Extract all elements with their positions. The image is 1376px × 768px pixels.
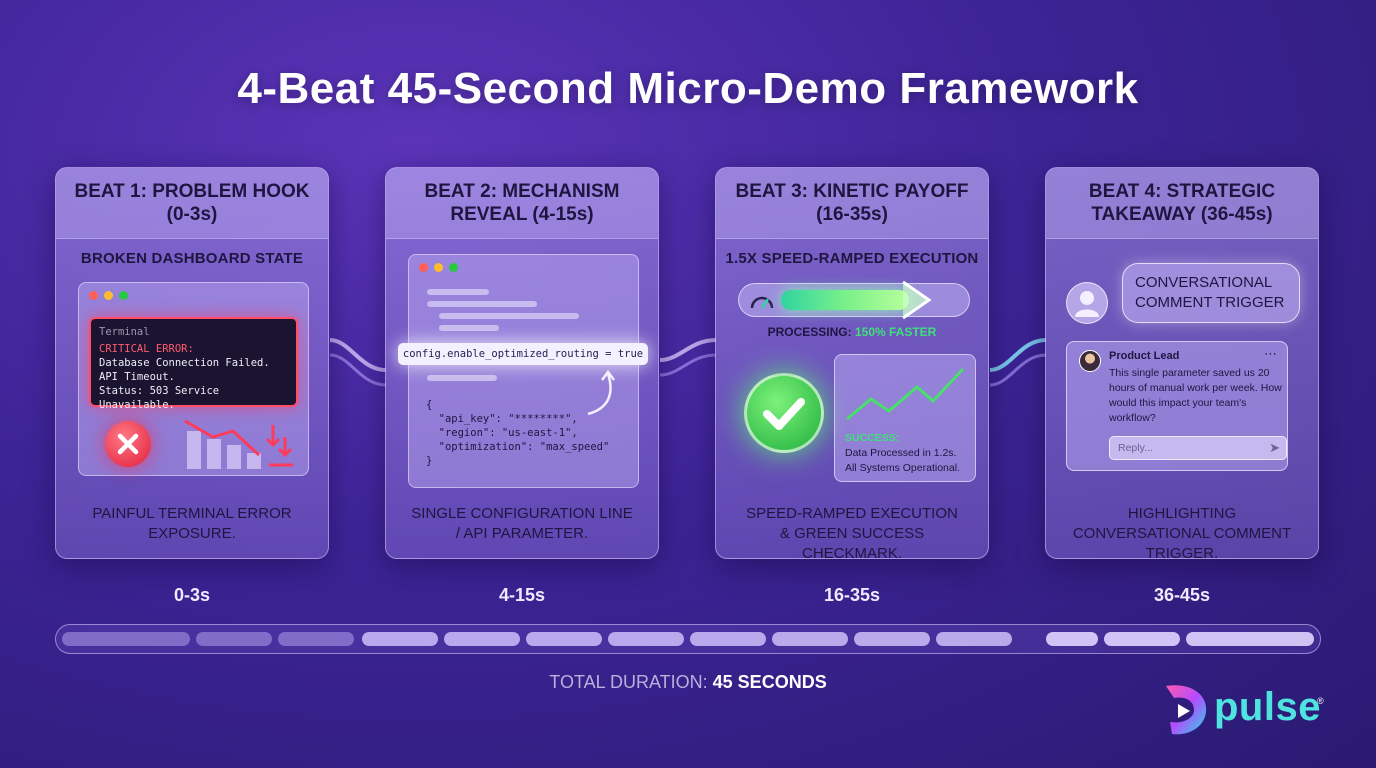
timeline-segment [362,632,438,646]
code-placeholder-line [439,325,499,331]
timeline-segment [1186,632,1314,646]
send-icon[interactable]: ➤ [1269,440,1280,455]
json-line: "region": "us-east-1", [426,427,578,439]
beat-2-card: BEAT 2: MECHANISM REVEAL (4-15s) config.… [385,167,659,559]
success-line: All Systems Operational. [845,462,960,474]
processing-label: PROCESSING: [767,325,852,339]
beat-4-card: BEAT 4: STRATEGIC TAKEAWAY (36-45s) CONV… [1045,167,1319,559]
close-dot-icon [89,291,98,300]
window-controls [419,263,458,272]
code-placeholder-line [427,375,497,381]
declining-chart-icon [184,419,293,469]
success-chart-panel: SUCCESS: Data Processed in 1.2s. All Sys… [834,354,976,482]
dashboard-window: Terminal CRITICAL ERROR: Database Connec… [78,282,309,476]
total-duration: TOTAL DURATION: 45 SECONDS [0,672,1376,693]
total-duration-label: TOTAL DURATION: [549,672,708,692]
code-placeholder-line [427,289,489,295]
author-avatar [1079,350,1101,372]
timeline-segment [608,632,684,646]
rising-line-chart-icon [846,367,965,421]
terminal-title: Terminal [99,326,150,338]
speed-fill [781,290,909,310]
terminal-line: Database Connection Failed. [99,357,270,369]
beat-4-footer: HIGHLIGHTING CONVERSATIONAL COMMENT TRIG… [1072,505,1292,559]
timeline-segment [278,632,354,646]
beat-1-subheading: BROKEN DASHBOARD STATE [80,250,304,267]
timeline-segment [196,632,272,646]
json-line: { [426,399,433,411]
reply-placeholder: Reply... [1118,442,1153,454]
timeline-segment [444,632,520,646]
code-placeholder-line [427,301,537,307]
minimize-dot-icon [434,263,443,272]
timeline-segment [526,632,602,646]
comment-author: Product Lead [1109,350,1180,362]
timeline-segment [690,632,766,646]
maximize-dot-icon [119,291,128,300]
arrow-right-icon [902,280,932,320]
registered-mark: ® [1317,696,1324,706]
more-options-icon[interactable]: ⋯ [1264,346,1277,361]
timeline-segment [1046,632,1098,646]
success-check-icon [744,373,824,453]
config-line: config.enable_optimized_routing = true [398,343,648,365]
terminal-panel: Terminal CRITICAL ERROR: Database Connec… [89,317,298,411]
reply-input[interactable]: Reply... ➤ [1109,436,1287,460]
processing-value: 150% FASTER [854,325,937,339]
json-line: } [426,455,433,467]
flow-connector-3-4 [990,338,1046,387]
json-line: "optimization": "max_speed" [426,441,610,453]
critical-error-label: CRITICAL ERROR: [99,343,194,355]
timeline-segment [854,632,930,646]
beat-2-footer: SINGLE CONFIGURATION LINE / API PARAMETE… [411,505,633,542]
comment-trigger-bubble: CONVERSATIONAL COMMENT TRIGGER [1122,263,1300,323]
timeline-segment [62,632,190,646]
speed-progress-bar [738,280,970,320]
terminal-line: Status: 503 Service Unavailable. [99,385,220,411]
json-snippet: { "api_key": "********", "region": "us-e… [426,398,609,468]
total-duration-value: 45 SECONDS [712,672,827,692]
success-line: Data Processed in 1.2s. [845,447,957,459]
beat-3-heading: BEAT 3: KINETIC PAYOFF (16-35s) [716,168,988,239]
comment-message: This single parameter saved us 20 hours … [1109,367,1282,424]
timeline-segment [1104,632,1180,646]
code-placeholder-line [439,313,579,319]
success-label: SUCCESS: [845,432,900,444]
close-dot-icon [419,263,428,272]
flow-connector-2-3 [660,338,716,377]
beat-2-heading: BEAT 2: MECHANISM REVEAL (4-15s) [386,168,658,239]
brand-name: pulse [1214,685,1321,729]
beat-1-footer: PAINFUL TERMINAL ERROR EXPOSURE. [92,505,292,542]
code-editor-window [408,254,639,488]
beat-3-footer: SPEED-RAMPED EXECUTION & GREEN SUCCESS C… [746,505,958,559]
beat-1-card: BEAT 1: PROBLEM HOOK (0-3s) BROKEN DASHB… [55,167,329,559]
beat-4-time-label: 36-45s [1153,585,1211,605]
beat-3-card: BEAT 3: KINETIC PAYOFF (16-35s) 1.5X SPE… [715,167,989,559]
flow-connector-1-2 [330,338,386,387]
page-title: 4-Beat 45-Second Micro-Demo Framework [237,64,1139,113]
terminal-line: API Timeout. [99,371,175,383]
processing-status: PROCESSING: 150% FASTER [716,325,988,339]
beat-1-time-label: 0-3s [173,585,211,605]
pulse-logo: pulse ® [1160,682,1324,742]
timeline-segment [772,632,848,646]
beat-3-time-label: 16-35s [823,585,881,605]
comment-card: Product Lead ⋯ This single parameter sav… [1066,341,1288,471]
user-avatar-icon [1066,282,1108,324]
beat-2-time-label: 4-15s [498,585,546,605]
beat-3-subheading: 1.5X SPEED-RAMPED EXECUTION [725,250,979,267]
timeline-bar [55,624,1321,654]
minimize-dot-icon [104,291,113,300]
success-text: SUCCESS: Data Processed in 1.2s. All Sys… [845,431,960,476]
timeline-segment [936,632,1012,646]
json-line: "api_key": "********", [426,413,578,425]
speedometer-icon [750,296,774,309]
curved-arrow-icon [587,369,615,416]
maximize-dot-icon [449,263,458,272]
window-controls [89,291,128,300]
pulse-logo-icon [1166,685,1207,735]
beat-4-heading: BEAT 4: STRATEGIC TAKEAWAY (36-45s) [1046,168,1318,239]
error-x-icon [105,421,151,467]
beat-1-heading: BEAT 1: PROBLEM HOOK (0-3s) [56,168,328,239]
